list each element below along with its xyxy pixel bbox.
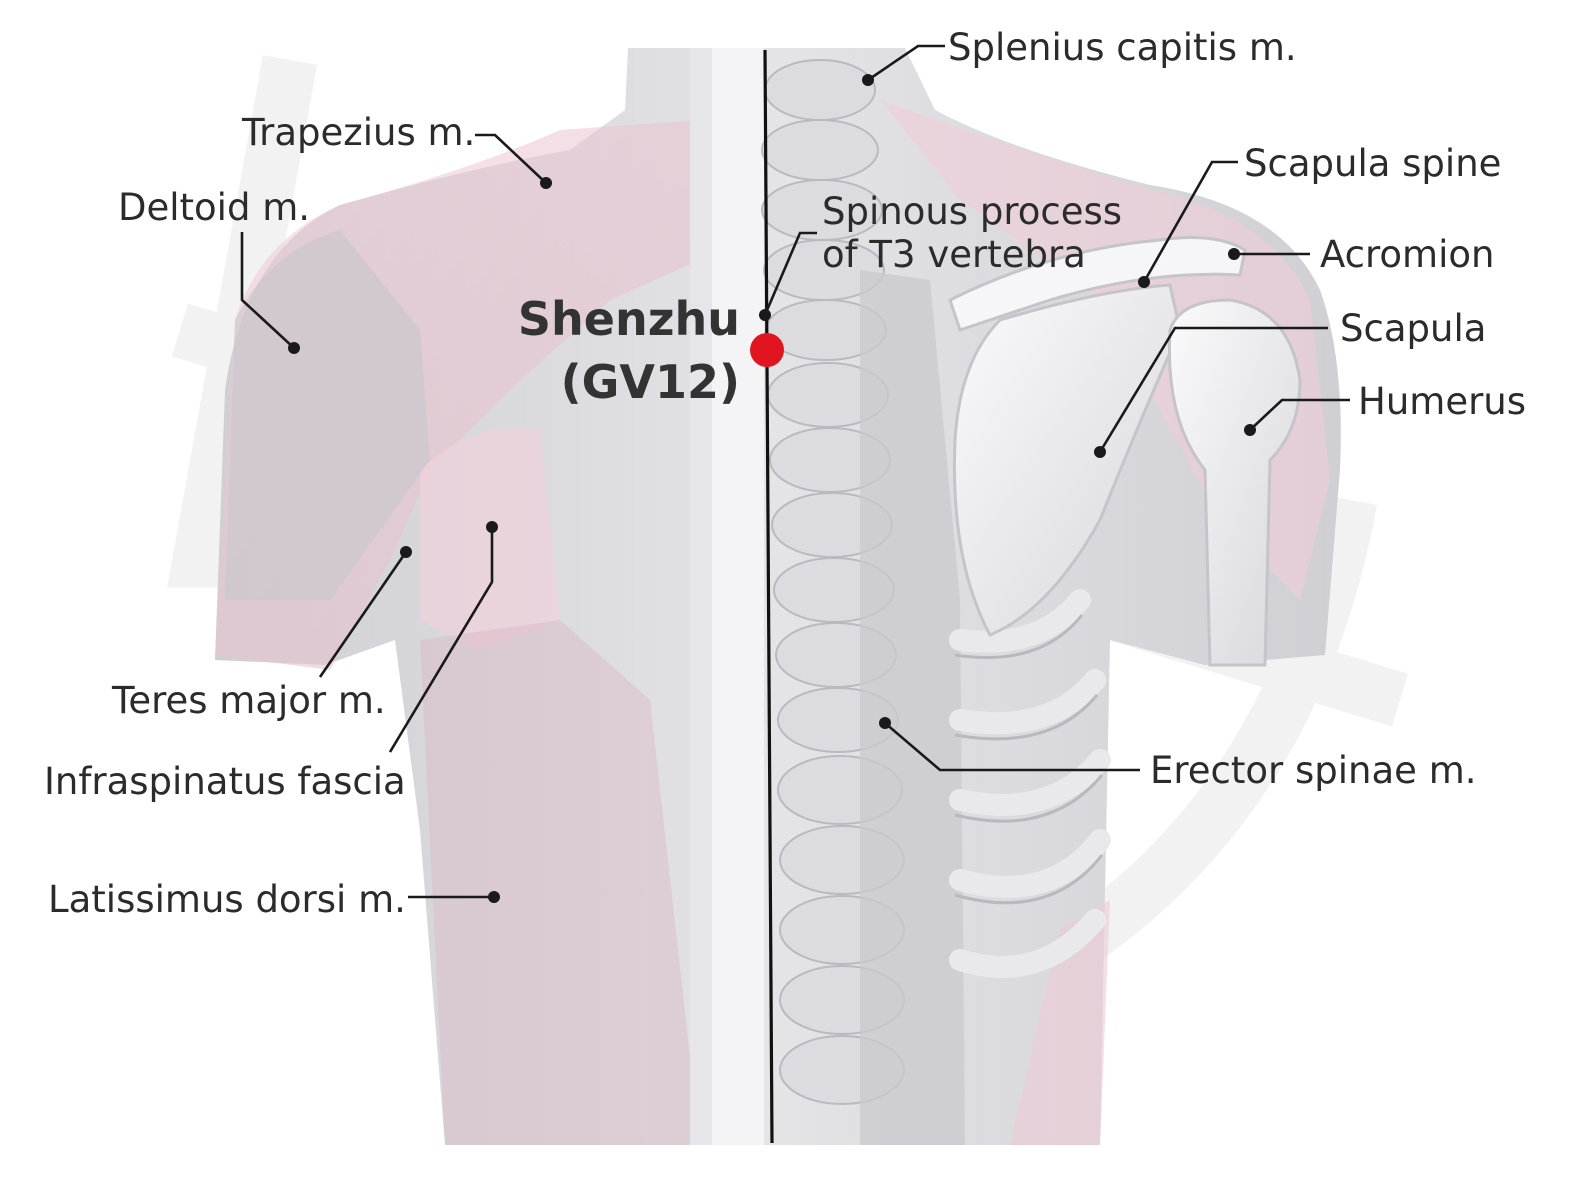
label-deltoid: Deltoid m.	[118, 186, 310, 229]
infraspinatus-region	[420, 428, 560, 650]
label-splenius-capitis: Splenius capitis m.	[948, 26, 1297, 69]
label-scapula-spine: Scapula spine	[1244, 142, 1501, 185]
ribs	[949, 589, 1111, 978]
leader-acromion	[1228, 248, 1310, 260]
latissimus-region	[420, 620, 700, 1145]
label-scapula: Scapula	[1340, 307, 1486, 350]
scapula-bone	[952, 283, 1182, 637]
label-infraspinatus-fascia: Infraspinatus fascia	[44, 760, 406, 803]
leader-latissimus	[408, 891, 500, 903]
label-latissimus-dorsi: Latissimus dorsi m.	[48, 878, 406, 921]
leader-scapula	[1094, 326, 1328, 458]
leader-teres-major	[318, 546, 412, 678]
vertebral-column	[761, 59, 905, 1105]
label-acromion: Acromion	[1320, 233, 1494, 276]
leader-scapula-spine	[1138, 160, 1238, 288]
erector-spinae-muscle	[860, 270, 965, 1145]
scapula-spine-bone	[948, 236, 1247, 332]
deltoid-muscle	[225, 230, 430, 600]
leader-humerus	[1244, 398, 1350, 436]
leader-infraspinatus	[388, 521, 498, 753]
leader-erector	[879, 717, 1140, 772]
acupoint-code: (GV12)	[561, 355, 740, 409]
label-erector-spinae: Erector spinae m.	[1150, 749, 1477, 792]
leader-deltoid	[240, 232, 300, 354]
leader-spinous	[759, 231, 817, 321]
label-trapezius: Trapezius m.	[241, 111, 475, 154]
leader-trapezius	[475, 133, 552, 189]
acupoint-name: Shenzhu	[518, 292, 740, 346]
label-humerus: Humerus	[1358, 380, 1526, 423]
leader-splenius	[862, 44, 945, 86]
label-teres-major: Teres major m.	[111, 679, 386, 722]
label-spinous-process-line1: Spinous process	[822, 190, 1122, 233]
label-spinous-process-line2: of T3 vertebra	[822, 233, 1086, 276]
spine-band	[690, 48, 764, 1145]
humerus-bone	[1167, 298, 1302, 667]
posterior-midline	[763, 49, 774, 1144]
shenzhu-point	[750, 333, 784, 367]
